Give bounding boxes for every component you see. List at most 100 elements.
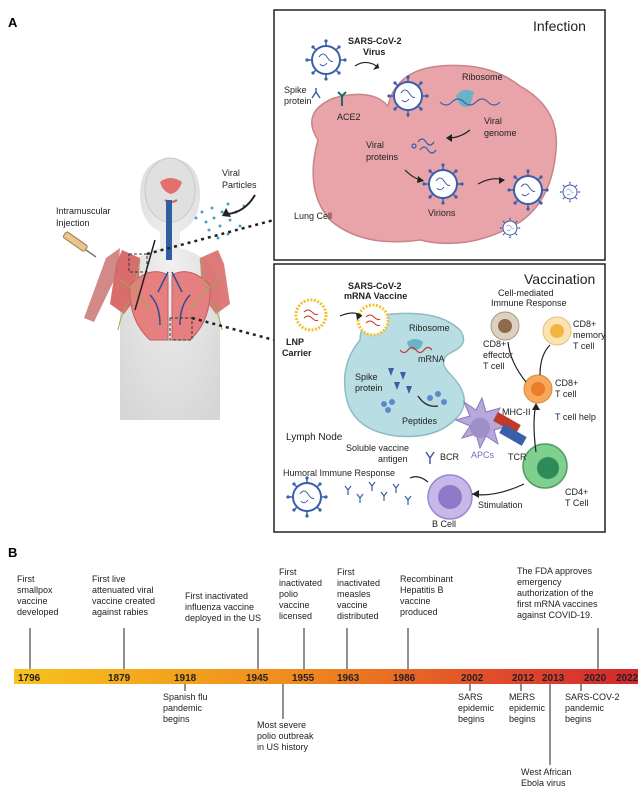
timeline-event-above-1-line-2: vaccine created [92, 596, 156, 606]
timeline-event-below-1-line-2: in US history [257, 742, 309, 752]
timeline-bar [14, 669, 638, 684]
mrna-strand [399, 346, 433, 354]
timeline-event-above-5-line-3: produced [400, 607, 438, 617]
label-vaccine-spike-2: protein [355, 383, 383, 393]
timeline-event-above-2-line-0: First inactivated [185, 591, 249, 601]
timeline-year-2022: 2022 [616, 673, 639, 684]
label-cd8-effector-2: effector [483, 350, 513, 360]
timeline-event-below-2-line-1: epidemic [458, 703, 495, 713]
label-injection-2: Injection [56, 218, 90, 228]
label-virions: Virions [428, 208, 456, 218]
label-cell-mediated-2: Immune Response [491, 298, 567, 308]
timeline-year-2012: 2012 [512, 673, 535, 684]
timeline-year-2013: 2013 [542, 673, 565, 684]
vaccination-panel: Vaccination [273, 263, 606, 533]
label-viral-proteins-1: Viral [366, 140, 384, 150]
timeline-event-above-3-line-4: licensed [279, 611, 313, 621]
timeline-event-below-5-line-0: SARS-COV-2 [565, 692, 620, 702]
timeline-event-below-3-line-1: epidemic [509, 703, 546, 713]
label-cd8-memory-1: CD8+ [573, 319, 596, 329]
label-cd8-effector-3: T cell [483, 361, 504, 371]
timeline-event-above-4-line-3: vaccine [337, 600, 368, 610]
label-apcs: APCs [471, 450, 495, 460]
timeline-event-below-2-line-2: begins [458, 714, 485, 724]
timeline-event-above-4-line-1: inactivated [337, 578, 381, 588]
timeline-event-below-0-line-0: Spanish flu [163, 692, 208, 702]
timeline-event-below-0-line-1: pandemic [163, 703, 203, 713]
timeline-year-1945: 1945 [246, 673, 269, 684]
label-lnp-1: LNP [286, 337, 304, 347]
timeline-event-below-1-line-0: Most severe [257, 720, 307, 730]
label-humoral: Humoral Immune Response [283, 468, 395, 478]
timeline-event-below-0-line-2: begins [163, 714, 190, 724]
timeline-event-above-6-line-4: against COVID-19. [517, 610, 593, 620]
label-cd8-memory-2: memory [573, 330, 606, 340]
arrow-to-effector [507, 341, 527, 383]
timeline-event-above-6-line-2: authorization of the [517, 588, 594, 598]
label-sars-cov-2-virus-2: Virus [363, 47, 385, 57]
timeline-event-above-2-line-2: deployed in the US [185, 613, 262, 623]
label-viral-proteins-2: proteins [366, 152, 399, 162]
timeline-event-above-4-line-4: distributed [337, 611, 379, 621]
label-peptides: Peptides [402, 416, 438, 426]
label-bcr: BCR [440, 452, 460, 462]
timeline-year-1796: 1796 [18, 673, 41, 684]
timeline-event-above-3-line-1: inactivated [279, 578, 323, 588]
timeline-year-2020: 2020 [584, 673, 607, 684]
label-cell-mediated-1: Cell-mediated [498, 288, 554, 298]
syringe-icon [62, 231, 97, 258]
label-cd8-effector-1: CD8+ [483, 339, 506, 349]
timeline-event-below-3-line-2: begins [509, 714, 536, 724]
timeline-event-above-6-line-3: first mRNA vaccines [517, 599, 598, 609]
label-mhc-ii: MHC-II [502, 407, 531, 417]
timeline-event-above-2-line-1: influenza vaccine [185, 602, 255, 612]
label-viral-particles-2: Particles [222, 180, 257, 190]
label-cd8-2: T cell [555, 389, 576, 399]
antibodies-icon [344, 481, 412, 505]
label-viral-genome-2: genome [484, 128, 517, 138]
human-torso-illustration [84, 157, 230, 420]
timeline-event-above-6-line-1: emergency [517, 577, 562, 587]
bcr-icon [425, 451, 435, 464]
viral-particles-arrow [227, 194, 256, 215]
timeline-event-above-4-line-0: First [337, 567, 355, 577]
timeline-year-1986: 1986 [393, 673, 416, 684]
arrow-lnp-entry [339, 312, 363, 317]
viral-genome-strand [439, 98, 501, 106]
viral-proteins-icon [411, 138, 437, 154]
tcr-icon [499, 424, 527, 446]
timeline-event-below-4-line-1: Ebola virus [521, 778, 566, 788]
timeline-event-above-0-line-3: developed [17, 607, 59, 617]
timeline-year-1963: 1963 [337, 673, 360, 684]
label-mrna: mRNA [418, 354, 445, 364]
timeline-year-1879: 1879 [108, 673, 131, 684]
viral-particles-arrowhead [222, 208, 231, 217]
label-sars-cov-2-virus-1: SARS-CoV-2 [348, 36, 402, 46]
infection-panel: Infection SARS-CoV-2 Virus Spike protein… [273, 9, 606, 261]
spike-protein-icon [311, 88, 321, 99]
label-cd4-2: T Cell [565, 498, 588, 508]
timeline-event-above-3-line-2: polio [279, 589, 299, 599]
lnp-entering-icon [356, 303, 390, 337]
panel-label-b: B [8, 545, 17, 560]
timeline-year-1955: 1955 [292, 673, 315, 684]
timeline-event-above-3-line-3: vaccine [279, 600, 310, 610]
timeline-event-below-1-line-1: polio outbreak [257, 731, 314, 741]
lung-cell-body [311, 64, 558, 245]
label-mrna-vaccine-2: mRNA Vaccine [344, 291, 407, 301]
timeline-event-above-5-line-1: Hepatitis B [400, 585, 444, 595]
infection-title: Infection [533, 18, 586, 34]
